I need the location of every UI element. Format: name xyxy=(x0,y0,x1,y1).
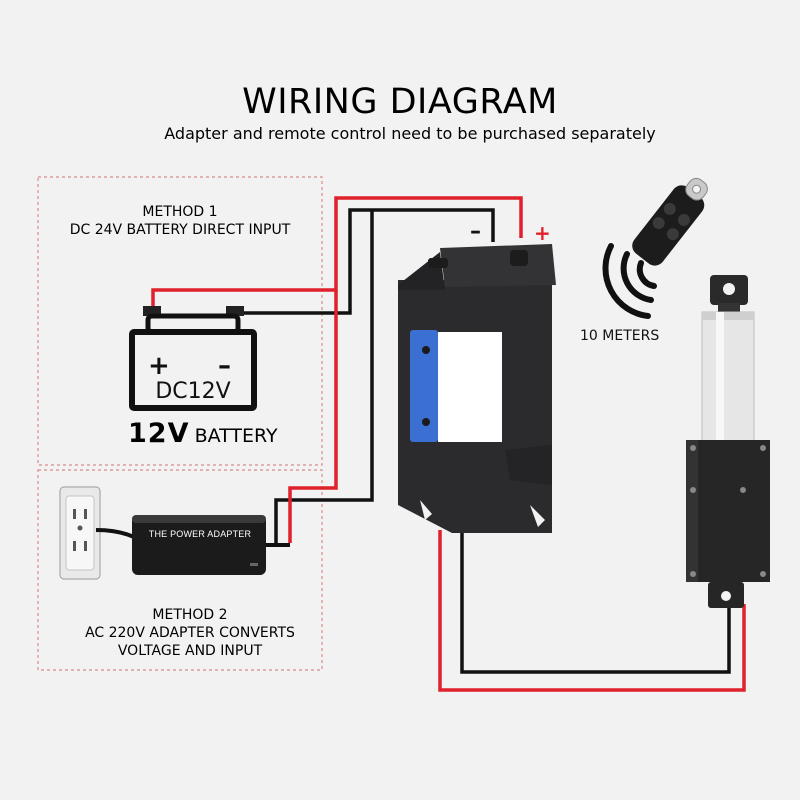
battery-minus-label: – xyxy=(218,351,231,381)
remote-range-label: 10 METERS xyxy=(580,328,660,344)
method2-heading: METHOD 2 xyxy=(152,607,228,623)
method1-description: DC 24V BATTERY DIRECT INPUT xyxy=(69,222,291,238)
controller-positive-label: + xyxy=(534,221,551,245)
battery-model-label: DC12V xyxy=(155,379,230,404)
power-adapter-label: THE POWER ADAPTER xyxy=(148,529,252,539)
positive-wire-actuator xyxy=(438,530,746,692)
controller-box xyxy=(398,244,556,533)
wireless-signal-icon xyxy=(602,243,657,319)
wall-outlet xyxy=(59,486,137,580)
page-title: WIRING DIAGRAM xyxy=(242,82,558,122)
battery-plus-label: + xyxy=(148,351,170,381)
linear-actuator xyxy=(686,275,770,608)
negative-wire-actuator xyxy=(460,530,731,674)
positive-wire-adapter xyxy=(288,290,338,543)
battery-word-label: BATTERY xyxy=(194,425,278,447)
power-adapter xyxy=(132,515,290,575)
method1-text: METHOD 1 DC 24V BATTERY DIRECT INPUT xyxy=(30,203,330,239)
controller-negative-label: – xyxy=(470,219,481,244)
method2-frame xyxy=(37,469,323,671)
negative-wire-battery xyxy=(240,208,495,315)
method2-text: METHOD 2 AC 220V ADAPTER CONVERTS VOLTAG… xyxy=(30,606,350,660)
method2-description-line2: VOLTAGE AND INPUT xyxy=(117,643,263,659)
battery-voltage-label: 12V xyxy=(128,418,190,449)
battery xyxy=(129,306,257,411)
negative-wire-adapter xyxy=(274,210,374,543)
page-subtitle: Adapter and remote control need to be pu… xyxy=(164,124,656,143)
method1-frame xyxy=(37,176,323,466)
remote-control xyxy=(632,177,708,266)
method1-heading: METHOD 1 xyxy=(142,204,218,220)
battery-caption: 12V BATTERY xyxy=(128,418,278,449)
method2-description-line1: AC 220V ADAPTER CONVERTS xyxy=(85,625,295,641)
positive-wire-battery xyxy=(151,196,523,310)
wires xyxy=(151,196,746,692)
